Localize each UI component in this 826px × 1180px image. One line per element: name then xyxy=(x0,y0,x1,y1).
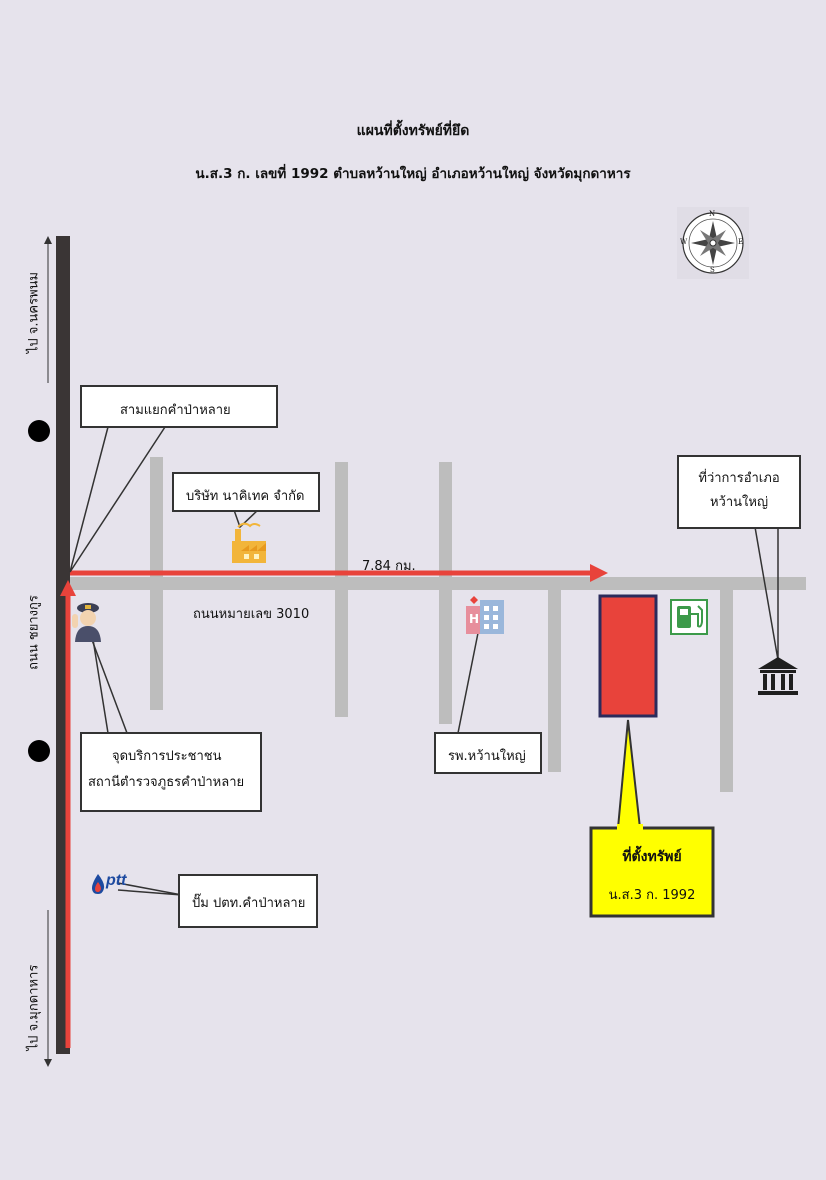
district-office-line2: หว้านใหญ่ xyxy=(709,495,769,510)
property-label-line2: น.ส.3 ก. 1992 xyxy=(608,888,696,903)
compass-north-label: N xyxy=(709,210,716,218)
direction-arrows xyxy=(44,236,52,1067)
side-roads xyxy=(68,457,806,792)
compass-west-label: W xyxy=(680,238,688,246)
property-plot xyxy=(598,594,658,718)
fuel-station-icon xyxy=(670,599,708,635)
ptt-logo-text: ptt xyxy=(106,872,127,889)
route-arrow-right-icon xyxy=(590,564,608,582)
property-label-box xyxy=(589,826,715,918)
distance-label: 7.84 กม. xyxy=(362,559,416,574)
to-nakhon-phanom-label: ไป จ.นครพนม xyxy=(26,271,42,354)
compass-east-label: E xyxy=(738,238,744,246)
property-label-line1: ที่ตั้งทรัพย์ xyxy=(622,849,682,865)
property-pointer xyxy=(616,719,642,829)
road-3010 xyxy=(68,577,806,590)
arrow-down-icon xyxy=(44,1059,52,1067)
hospital-icon: H xyxy=(466,596,504,634)
compass-rose-icon xyxy=(677,207,749,279)
side-street-2 xyxy=(335,462,348,717)
hospital-label: รพ.หว้านใหญ่ xyxy=(448,749,526,764)
district-office-line1: ที่ว่าการอำเภอ xyxy=(698,471,780,486)
gas-station-label: ปั๊ม ปตท.คำป่าหลาย xyxy=(192,896,306,911)
route-to-property xyxy=(60,564,608,1048)
property-label-joint xyxy=(617,824,643,832)
junction-label: สามแยกคำป่าหลาย xyxy=(120,403,231,418)
police-line2: สถานีตำรวจภูธรคำป่าหลาย xyxy=(88,775,245,790)
police-line1: จุดบริการประชาชน xyxy=(112,749,222,764)
svg-text:H: H xyxy=(469,612,479,626)
road-3010-label: ถนนหมายเลข 3010 xyxy=(193,607,310,622)
compass-south-label: S xyxy=(710,266,715,274)
arrow-up-icon xyxy=(44,236,52,244)
callout-company: บริษัท นาคิเทค จำกัด xyxy=(172,472,320,512)
side-street-5 xyxy=(720,590,733,792)
side-street-1 xyxy=(150,457,163,710)
callout-hospital: รพ.หว้านใหญ่ xyxy=(434,732,542,774)
callout-district-office: ที่ว่าการอำเภอ หว้านใหญ่ xyxy=(677,455,801,529)
factory-icon xyxy=(232,522,266,563)
callout-police: จุดบริการประชาชน สถานีตำรวจภูธรคำป่าหลาย xyxy=(80,732,262,812)
route-arrow-up-icon xyxy=(60,580,76,596)
map-title: แผนที่ตั้งทรัพย์ที่ยึด xyxy=(356,123,470,139)
callout-junction: สามแยกคำป่าหลาย xyxy=(80,385,278,428)
callout-pointers xyxy=(69,426,779,896)
callout-gas-station: ปั๊ม ปตท.คำป่าหลาย xyxy=(178,874,318,928)
company-label: บริษัท นาคิเทค จำกัด xyxy=(186,489,305,504)
side-street-4 xyxy=(548,590,561,772)
punch-hole-top xyxy=(28,420,50,442)
ptt-logo-icon xyxy=(92,874,105,894)
map-subtitle: น.ส.3 ก. เลขที่ 1992 ตำบลหว้านใหญ่ อำเภอ… xyxy=(195,166,631,182)
to-mukdahan-label: ไป จ.มุกดาหาร xyxy=(26,964,42,1051)
side-street-3 xyxy=(439,462,452,724)
punch-hole-bottom xyxy=(28,740,50,762)
police-officer-icon xyxy=(72,603,101,642)
main-road-label: ถนน ชยางกูร xyxy=(26,595,42,670)
government-building-icon xyxy=(758,657,798,695)
